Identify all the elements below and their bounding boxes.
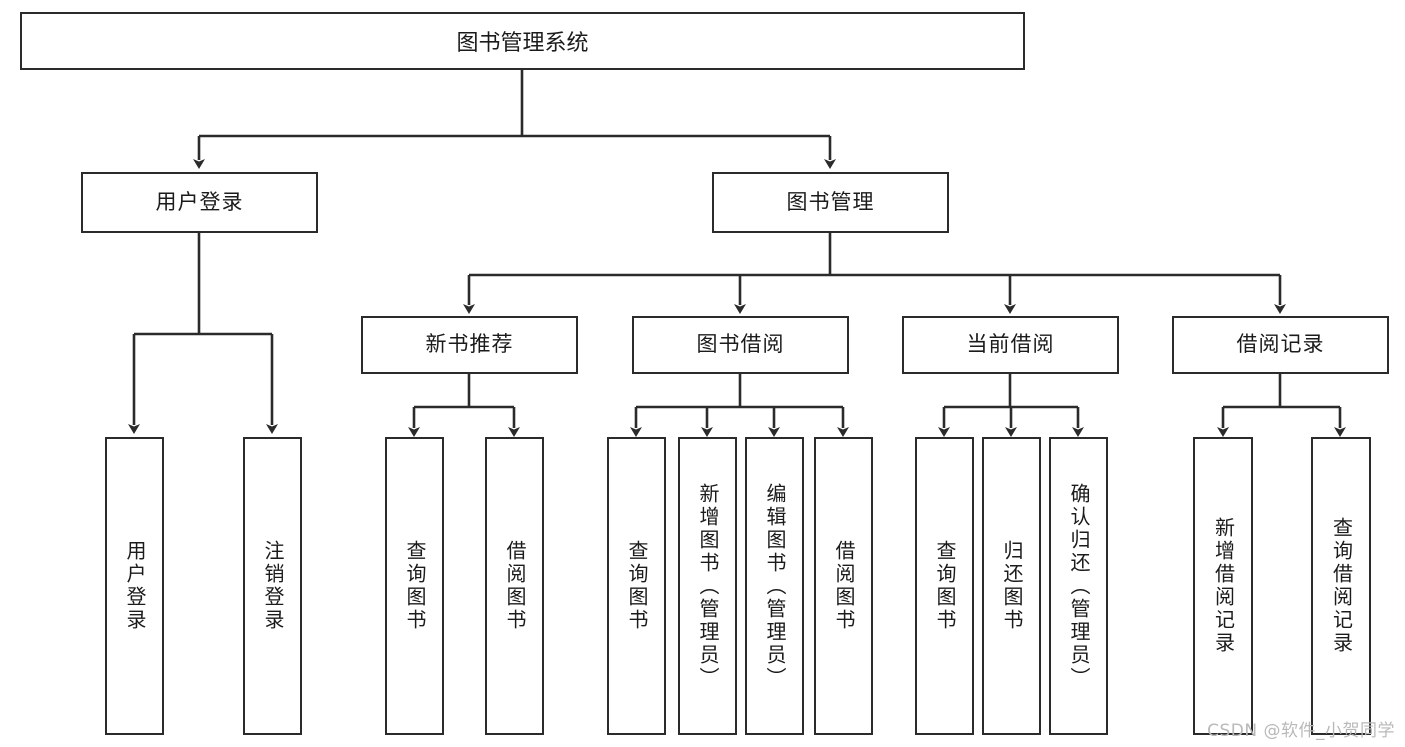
leaf-book-borrow-add-admin[interactable]: 新增图书（管理员） bbox=[678, 437, 737, 735]
watermark: CSDN @软件_小贺同学 bbox=[1207, 721, 1395, 741]
node-label: 查询图书 bbox=[403, 540, 427, 632]
node-label: 归还图书 bbox=[1000, 540, 1024, 632]
node-label: 图书管理系统 bbox=[456, 31, 589, 56]
node-label: 借阅记录 bbox=[1236, 332, 1325, 357]
node-label: 新增图书（管理员） bbox=[696, 482, 720, 690]
node-label: 借阅图书 bbox=[832, 540, 856, 632]
node-book-borrow[interactable]: 图书借阅 bbox=[632, 316, 849, 374]
node-borrow-record[interactable]: 借阅记录 bbox=[1172, 316, 1389, 374]
node-label: 用户登录 bbox=[155, 189, 244, 214]
node-label: 图书借阅 bbox=[696, 332, 785, 357]
node-label: 借阅图书 bbox=[503, 540, 527, 632]
node-label: 图书管理 bbox=[786, 189, 875, 214]
node-label: 编辑图书（管理员） bbox=[763, 482, 787, 690]
node-label: 新书推荐 bbox=[425, 332, 514, 357]
node-label: 确认归还（管理员） bbox=[1067, 482, 1091, 690]
leaf-book-borrow-query[interactable]: 查询图书 bbox=[607, 437, 666, 735]
leaf-current-borrow-confirm-admin[interactable]: 确认归还（管理员） bbox=[1049, 437, 1108, 735]
node-user-login[interactable]: 用户登录 bbox=[81, 172, 318, 233]
node-label: 注销登录 bbox=[261, 540, 285, 632]
leaf-book-borrow-edit-admin[interactable]: 编辑图书（管理员） bbox=[745, 437, 804, 735]
leaf-borrow-record-add[interactable]: 新增借阅记录 bbox=[1193, 437, 1253, 735]
leaf-borrow-record-query[interactable]: 查询借阅记录 bbox=[1311, 437, 1371, 735]
leaf-new-book-borrow[interactable]: 借阅图书 bbox=[485, 437, 544, 735]
node-label: 当前借阅 bbox=[966, 332, 1055, 357]
node-new-book-recommend[interactable]: 新书推荐 bbox=[361, 316, 578, 374]
node-book-management[interactable]: 图书管理 bbox=[712, 172, 949, 233]
leaf-user-login-logout[interactable]: 注销登录 bbox=[243, 437, 302, 735]
node-label: 新增借阅记录 bbox=[1211, 517, 1236, 655]
leaf-new-book-query[interactable]: 查询图书 bbox=[385, 437, 444, 735]
node-label: 查询图书 bbox=[933, 540, 957, 632]
node-label: 查询借阅记录 bbox=[1329, 517, 1354, 655]
node-label: 查询图书 bbox=[625, 540, 649, 632]
node-root-book-management-system[interactable]: 图书管理系统 bbox=[20, 12, 1025, 70]
leaf-book-borrow-borrow[interactable]: 借阅图书 bbox=[814, 437, 873, 735]
leaf-user-login-login[interactable]: 用户登录 bbox=[105, 437, 164, 735]
leaf-current-borrow-return[interactable]: 归还图书 bbox=[982, 437, 1041, 735]
node-label: 用户登录 bbox=[123, 540, 147, 632]
leaf-current-borrow-query[interactable]: 查询图书 bbox=[915, 437, 974, 735]
node-current-borrow[interactable]: 当前借阅 bbox=[902, 316, 1119, 374]
